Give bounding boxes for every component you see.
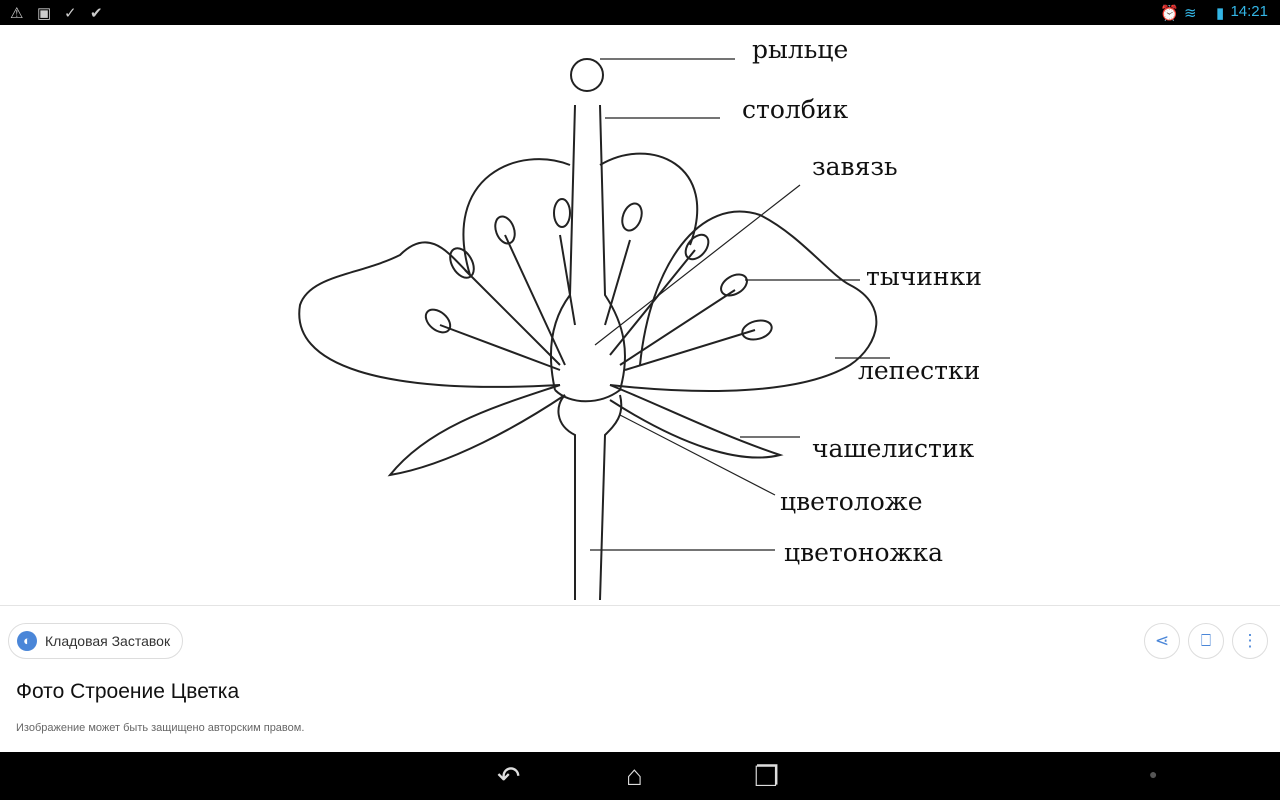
image-icon: ▣ — [37, 5, 52, 22]
alarm-icon: ⏰ — [1160, 5, 1179, 22]
divider — [0, 605, 1280, 606]
image-title[interactable]: Фото Строение Цветка — [16, 680, 240, 703]
copyright-notice: Изображение может быть защищено авторски… — [16, 722, 305, 734]
home-button[interactable]: ⌂ — [626, 760, 643, 791]
left-sepal — [387, 384, 566, 477]
dot-indicator-icon: ● — [1149, 766, 1158, 782]
warning-icon: ⚠ — [10, 5, 24, 22]
wifi-icon: ≋ — [1184, 5, 1197, 22]
left-petal — [298, 241, 561, 388]
receptacle-pedicel — [557, 394, 623, 601]
label-sepal: чашелистик — [812, 434, 975, 463]
back-button[interactable]: ↶ — [497, 761, 521, 792]
pistil — [549, 104, 626, 403]
share-icon: ⋖ — [1154, 631, 1170, 650]
flower-drawing — [298, 58, 890, 601]
source-name: Кладовая Заставок — [45, 633, 171, 649]
clock: 14:21 — [1230, 3, 1268, 20]
bookmark-icon: ⎕ — [1200, 631, 1212, 650]
label-petals: лепестки — [858, 356, 981, 385]
more-vert-icon: ⋮ — [1241, 631, 1259, 650]
check-icon: ✓ — [64, 5, 77, 22]
source-chip[interactable]: ◐ Кладовая Заставок — [8, 623, 184, 659]
flower-diagram-image[interactable]: рыльце столбик завязь тычинки лепестки ч… — [0, 25, 1280, 605]
label-receptacle: цветоложе — [780, 487, 923, 516]
status-bar: ⚠ ▣ ✓ ✔ ⏰ ≋ ▮ 14:21 — [0, 0, 1280, 25]
download-icon: ✔ — [90, 5, 103, 22]
label-style: столбик — [742, 95, 849, 124]
leader-lines — [590, 58, 890, 551]
label-stamens: тычинки — [866, 262, 982, 291]
more-options-button[interactable]: ⋮ — [1232, 623, 1268, 659]
label-ovary: завязь — [812, 152, 898, 181]
right-petal — [609, 210, 878, 392]
bookmark-button[interactable]: ⎕ — [1188, 623, 1224, 659]
battery-icon: ▮ — [1216, 5, 1225, 22]
label-stigma: рыльце — [752, 35, 849, 64]
stamens — [424, 198, 773, 371]
right-sepal — [609, 384, 784, 459]
back-petal — [462, 152, 698, 276]
share-button[interactable]: ⋖ — [1144, 623, 1180, 659]
recents-button[interactable]: ❐ — [754, 761, 780, 792]
label-pedicel: цветоножка — [784, 538, 944, 567]
globe-icon: ◐ — [17, 631, 37, 651]
stigma — [570, 58, 604, 92]
navigation-bar: ↶ ⌂ ❐ ● — [0, 752, 1280, 800]
